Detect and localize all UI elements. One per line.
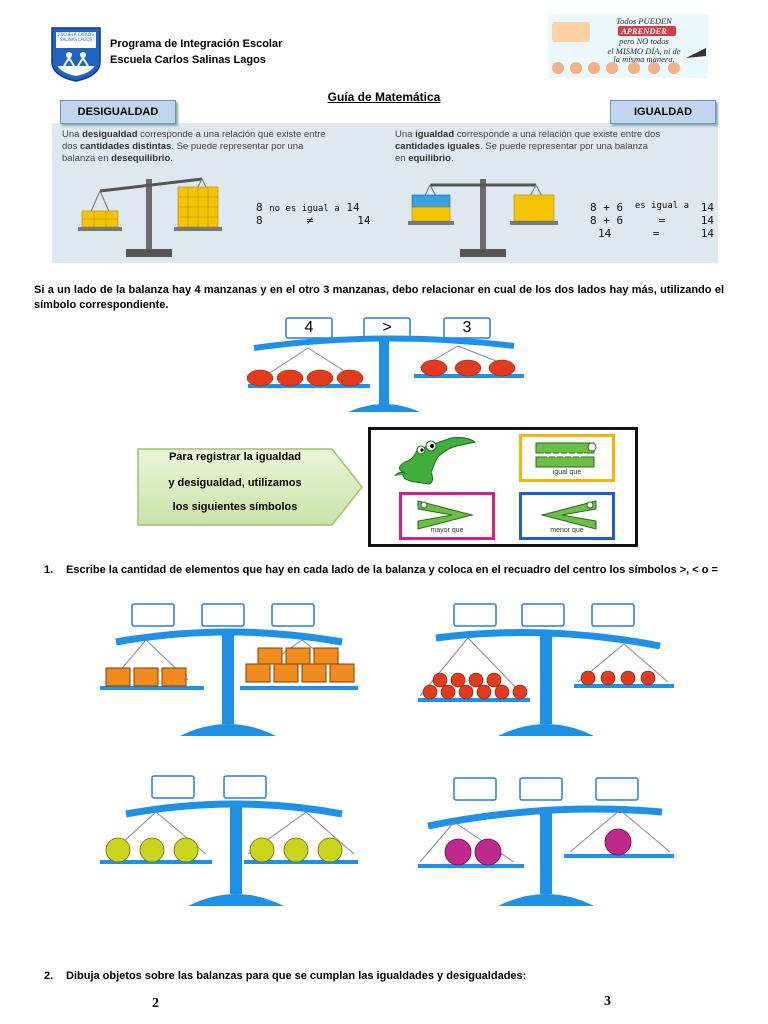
banner-line-3: pero NO todos: [619, 36, 669, 46]
desigualdad-tag: DESIGUALDAD: [60, 100, 176, 124]
answer-box-symbol[interactable]: [521, 603, 565, 627]
banner-line-2: APRENDER: [621, 26, 667, 36]
balanced-scale-illustration: [408, 179, 558, 257]
example-left-count: 4: [304, 319, 314, 336]
callout-line-1: Para registrar la igualdad: [168, 451, 302, 463]
answer-box-symbol[interactable]: [519, 777, 563, 801]
greater-symbol-label: mayor que: [430, 527, 464, 534]
answer-box-symbol[interactable]: [223, 775, 267, 799]
example-symbol: >: [382, 319, 392, 336]
exercise-scale-tennis-balls: [100, 775, 358, 906]
igualdad-definition: Una igualdad corresponde a una relación …: [395, 129, 661, 164]
logo-text: ESCUELA CARLOS SALINAS LAGOS: [58, 32, 94, 42]
crocodile-icon: [394, 437, 477, 485]
intro-paragraph: Si a un lado de la balanza hay 4 manzana…: [34, 284, 724, 311]
question-1-number: 1.: [44, 564, 54, 576]
less-symbol-label: menor que: [550, 527, 584, 534]
bottom-number-left: 2: [152, 996, 159, 1011]
equal-symbol-label: igual que: [552, 469, 582, 476]
question-2: 2. Dibuja objetos sobre las balanzas par…: [44, 970, 526, 982]
example-scale: 4 > 3: [238, 316, 530, 416]
exercise-scale-tomatoes: [418, 603, 674, 736]
motivational-banner: Todos PUEDEN APRENDER pero NO todos el M…: [548, 14, 708, 78]
exercise-scale-magenta-balls: [418, 777, 674, 906]
less-symbol-icon: [540, 500, 597, 530]
equal-symbol-icon: [535, 442, 597, 468]
exercise-scale-boxes: [100, 603, 358, 736]
callout-line-3: los siguientes símbolos: [172, 501, 298, 513]
igualdad-tag: IGUALDAD: [610, 100, 716, 124]
info-panel: Una desigualdad corresponde a una relaci…: [52, 123, 718, 263]
bottom-number-right: 3: [604, 994, 611, 1009]
symbols-callout: Para registrar la igualdad y desigualdad…: [136, 447, 364, 527]
callout-line-2: y desigualdad, utilizamos: [168, 477, 302, 489]
question-1-text: Escribe la cantidad de elementos que hay…: [66, 564, 718, 576]
answer-box-left[interactable]: [453, 603, 497, 627]
greater-symbol-icon: [417, 500, 474, 530]
greater-symbol-card: mayor que: [399, 492, 495, 540]
equal-symbol-card: igual que: [519, 434, 615, 482]
page-title: Guía de Matemática: [327, 90, 441, 104]
desigualdad-equations: 8 no es igual a 14 8≠14: [256, 201, 371, 227]
logo-bottom-text: SALCA: [67, 70, 85, 76]
example-right-count: 3: [462, 319, 472, 336]
answer-box-right[interactable]: [591, 603, 635, 627]
program-name: Programa de Integración Escolar: [110, 38, 283, 50]
less-symbol-card: menor que: [519, 492, 615, 540]
answer-box-left[interactable]: [453, 777, 497, 801]
answer-box-left[interactable]: [131, 603, 175, 627]
answer-box-left[interactable]: [151, 775, 195, 799]
school-logo: ESCUELA CARLOS SALINAS LAGOS SALCA: [50, 26, 102, 82]
answer-box-right[interactable]: [595, 777, 639, 801]
desigualdad-definition: Una desigualdad corresponde a una relaci…: [62, 129, 326, 164]
banner-line-5: la misma manera.: [613, 54, 675, 64]
question-2-number: 2.: [44, 970, 54, 982]
banner-line-1: Todos PUEDEN: [616, 16, 672, 26]
symbols-card: igual que mayor que menor que: [368, 427, 638, 547]
banner-line-4: el MISMO DÍA, ni de: [607, 46, 681, 56]
unbalanced-scale-illustration: [78, 177, 222, 257]
school-name: Escuela Carlos Salinas Lagos: [110, 54, 266, 66]
answer-box-right[interactable]: [271, 603, 315, 627]
answer-box-symbol[interactable]: [201, 603, 245, 627]
question-2-text: Dibuja objetos sobre las balanzas para q…: [66, 970, 527, 982]
